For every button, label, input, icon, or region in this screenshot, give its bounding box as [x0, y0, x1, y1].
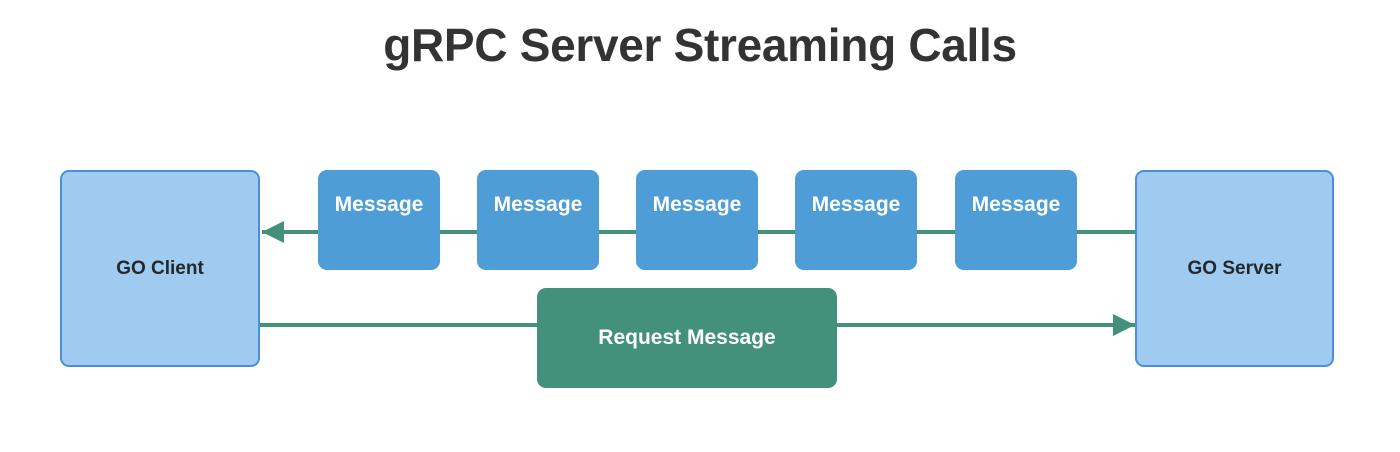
request-message-label: Request Message	[598, 326, 776, 349]
node-go-server-label: GO Server	[1187, 257, 1282, 279]
stream-message-label: Message	[811, 193, 901, 216]
stream-message-label: Message	[334, 193, 424, 216]
stream-message-box[interactable]: Message	[636, 170, 758, 270]
node-go-client[interactable]: GO Client	[60, 170, 260, 367]
stream-message-label: Message	[493, 193, 583, 216]
node-go-client-label: GO Client	[116, 257, 204, 279]
stream-message-box[interactable]: Message	[795, 170, 917, 270]
arrow-left-icon	[262, 221, 284, 243]
stream-message-label: Message	[652, 193, 742, 216]
stream-message-label: Message	[971, 193, 1061, 216]
arrow-right-icon	[1113, 314, 1135, 336]
request-message-box[interactable]: Request Message	[537, 288, 837, 388]
page-title: gRPC Server Streaming Calls	[383, 19, 1017, 71]
stream-message-box[interactable]: Message	[477, 170, 599, 270]
node-go-server[interactable]: GO Server	[1135, 170, 1334, 367]
stream-message-box[interactable]: Message	[318, 170, 440, 270]
stream-message-box[interactable]: Message	[955, 170, 1077, 270]
